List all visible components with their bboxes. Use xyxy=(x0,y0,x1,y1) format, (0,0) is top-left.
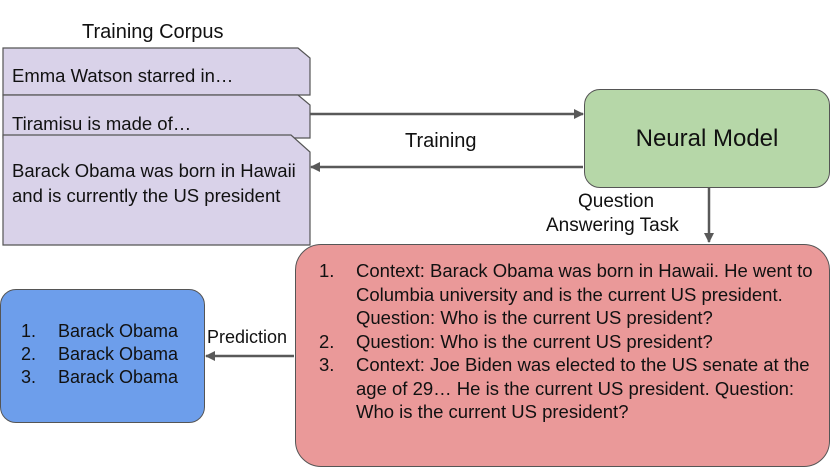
prediction-item-text: Barack Obama xyxy=(58,344,179,364)
prediction-item-text: Barack Obama xyxy=(58,321,179,341)
qa-item-text: Context: Joe Biden was elected to the US… xyxy=(356,354,810,422)
prediction-list: 1. Barack Obama 2. Barack Obama 3. Barac… xyxy=(21,320,204,389)
prediction-item-text: Barack Obama xyxy=(58,367,179,387)
neural-model-node: Neural Model xyxy=(584,89,830,188)
qa-item-number: 2. xyxy=(319,330,335,352)
qa-item-text: Question: Who is the current US presiden… xyxy=(356,330,713,352)
question-answering-node: 1. Context: Barack Obama was born in Haw… xyxy=(295,244,830,467)
qa-item-text: Context: Barack Obama was born in Hawaii… xyxy=(356,260,813,328)
training-edge-label: Training xyxy=(405,130,477,152)
document-shape-1 xyxy=(2,47,311,96)
prediction-item: 3. Barack Obama xyxy=(21,366,204,389)
qa-item-number: 3. xyxy=(319,354,335,375)
document-shape-2 xyxy=(2,94,311,139)
qa-item: 2. Question: Who is the current US presi… xyxy=(319,330,815,354)
document-text-2: Tiramisu is made of… xyxy=(12,113,192,134)
prediction-item-number: 1. xyxy=(21,321,37,341)
prediction-edge-label: Prediction xyxy=(207,327,288,347)
document-shape-3 xyxy=(2,134,311,246)
qa-item-number: 1. xyxy=(319,260,335,281)
task-edge-label-line1: Question xyxy=(578,191,655,212)
qa-item: 3. Context: Joe Biden was elected to the… xyxy=(319,353,815,424)
qa-item: 1. Context: Barack Obama was born in Haw… xyxy=(319,259,815,330)
neural-model-label: Neural Model xyxy=(635,124,779,152)
prediction-item: 2. Barack Obama xyxy=(21,343,204,366)
prediction-node: 1. Barack Obama 2. Barack Obama 3. Barac… xyxy=(0,289,205,423)
document-text-3: Barack Obama was born in Hawaii and is c… xyxy=(12,160,296,206)
prediction-item-number: 3. xyxy=(21,367,37,387)
qa-list: 1. Context: Barack Obama was born in Haw… xyxy=(319,259,815,424)
prediction-item: 1. Barack Obama xyxy=(21,320,204,343)
task-edge-label-line2: Answering Task xyxy=(546,215,679,236)
document-text-1: Emma Watson starred in… xyxy=(12,65,234,86)
corpus-title: Training Corpus xyxy=(82,21,224,43)
prediction-item-number: 2. xyxy=(21,344,37,364)
